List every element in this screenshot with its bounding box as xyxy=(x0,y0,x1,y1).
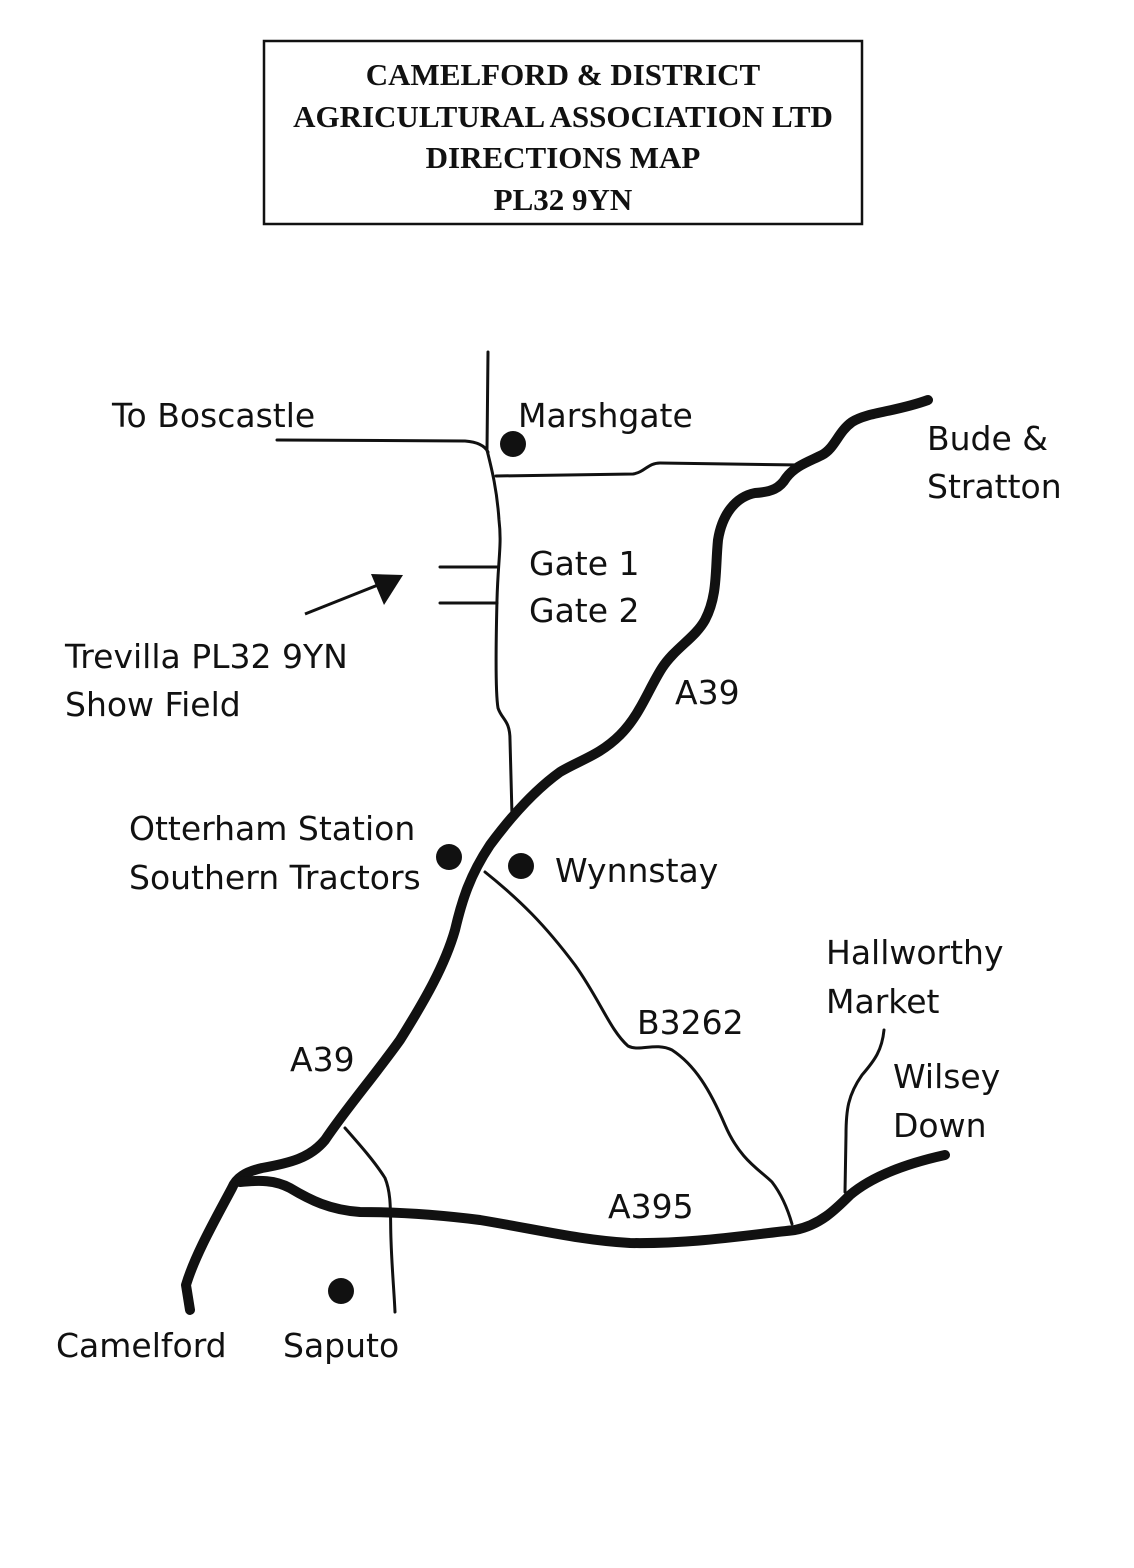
label-to-boscastle: To Boscastle xyxy=(111,396,315,435)
label-wilsey-line-2: Down xyxy=(893,1106,987,1145)
label-saputo: Saputo xyxy=(283,1326,399,1365)
label-gate-1: Gate 1 xyxy=(529,544,640,583)
label-bude-line-2: Stratton xyxy=(927,467,1062,506)
saputo-dot-icon xyxy=(328,1278,354,1304)
show-field-arrow-icon xyxy=(304,574,403,616)
title-border xyxy=(262,39,864,226)
road-marshgate-north-south xyxy=(485,350,514,817)
label-wilsey-line-1: Wilsey xyxy=(893,1057,1000,1096)
title-line-4: PL32 9YN xyxy=(494,182,633,217)
label-hallworthy-line-1: Hallworthy xyxy=(826,933,1004,972)
label-otterham-line-1: Otterham Station xyxy=(129,809,415,848)
label-otterham-line-2: Southern Tractors xyxy=(129,858,421,897)
label-a39-south: A39 xyxy=(290,1040,355,1079)
otterham-dot-icon xyxy=(436,844,462,870)
road-a39 xyxy=(181,395,933,1315)
road-hallworthy xyxy=(843,1028,886,1194)
road-to-boscastle xyxy=(275,438,490,454)
label-hallworthy-line-2: Market xyxy=(826,982,939,1021)
label-b3262: B3262 xyxy=(637,1003,744,1042)
title-line-2: AGRICULTURAL ASSOCIATION LTD xyxy=(293,99,833,134)
title-line-3: DIRECTIONS MAP xyxy=(426,140,701,175)
label-trevilla-line-2: Show Field xyxy=(65,685,241,724)
title-line-1: CAMELFORD & DISTRICT xyxy=(366,57,761,92)
road-a395 xyxy=(235,1150,950,1249)
marshgate-dot-icon xyxy=(500,431,526,457)
label-trevilla-line-1: Trevilla PL32 9YN xyxy=(64,637,348,676)
label-wynnstay: Wynnstay xyxy=(555,851,718,890)
label-a39-north: A39 xyxy=(675,673,740,712)
road-b3262 xyxy=(483,870,794,1226)
label-bude-line-1: Bude & xyxy=(927,419,1048,458)
title-box: CAMELFORD & DISTRICT AGRICULTURAL ASSOCI… xyxy=(262,39,864,226)
label-a395: A395 xyxy=(608,1187,694,1226)
wynnstay-dot-icon xyxy=(508,853,534,879)
label-marshgate: Marshgate xyxy=(518,396,693,435)
road-saputo xyxy=(343,1126,397,1314)
label-gate-2: Gate 2 xyxy=(529,591,640,630)
road-marshgate-east xyxy=(494,461,802,478)
label-camelford: Camelford xyxy=(56,1326,227,1365)
